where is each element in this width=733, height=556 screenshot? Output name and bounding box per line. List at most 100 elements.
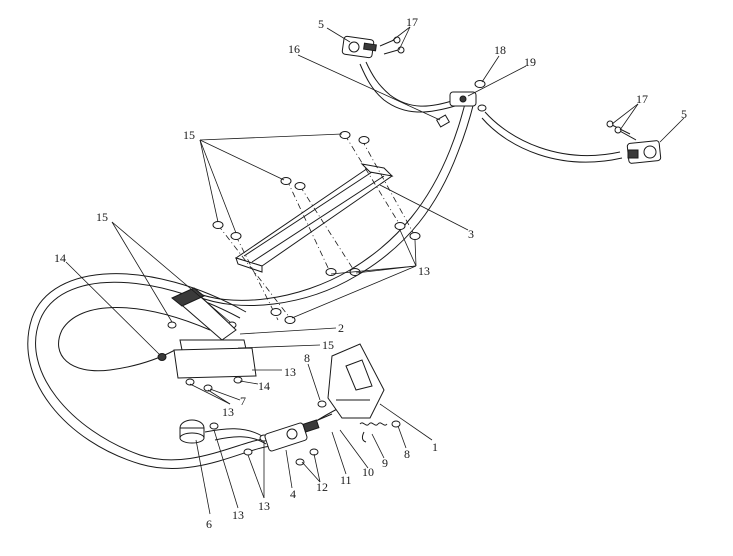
centerline-4 — [361, 139, 416, 237]
nut-icon — [233, 376, 243, 384]
fasteners — [157, 80, 487, 466]
callout-8-bottom: 8 — [404, 447, 410, 461]
callout-15-top: 15 — [183, 128, 195, 142]
pedal-mount-plate — [173, 347, 257, 379]
leader-17-right-b — [619, 103, 639, 131]
nut-icon — [230, 232, 242, 240]
leader-16 — [297, 54, 441, 121]
leader-5-left — [326, 27, 351, 43]
leader-15-left-a — [111, 221, 173, 323]
callout-17-right: 17 — [636, 92, 648, 106]
part-2-pedal — [171, 287, 257, 379]
leader-13-right-d — [330, 265, 417, 275]
nut-icon — [394, 222, 406, 230]
leader-17-left-a — [392, 26, 411, 41]
nut-icon — [294, 182, 306, 190]
bracket-edge-line-2 — [251, 175, 385, 263]
bolt-head-icon — [317, 400, 327, 408]
inner-brake-hose — [58, 307, 211, 372]
leader-15-top-a — [199, 133, 343, 141]
bolt-head-icon — [606, 120, 614, 128]
nut-icon — [284, 316, 296, 324]
caliper-mount — [627, 149, 639, 159]
bracket-flange — [235, 257, 263, 273]
callout-13-right: 13 — [418, 264, 430, 278]
bolt-shaft — [383, 49, 399, 55]
callout-13-bottom-a: 13 — [258, 499, 270, 513]
leader-8-bottom — [397, 425, 407, 449]
tee-fitting — [435, 114, 451, 128]
callout-19: 19 — [524, 55, 536, 69]
bracket-body — [234, 167, 394, 267]
part-3-bracket — [234, 163, 394, 273]
callout-1: 1 — [432, 440, 438, 454]
tee-bore — [459, 95, 467, 103]
nut-icon — [243, 448, 253, 456]
leader-17-left-b — [398, 26, 411, 51]
leader-13-bottom-c — [213, 429, 239, 509]
callout-17-left: 17 — [406, 15, 418, 29]
callout-5-left: 5 — [318, 17, 324, 31]
caliper-piston — [348, 41, 360, 53]
callout-10: 10 — [362, 465, 374, 479]
nut-icon — [203, 384, 213, 392]
nut-icon — [358, 136, 370, 144]
leader-18 — [481, 55, 500, 83]
leader-15-top-b — [199, 139, 285, 181]
callout-9: 9 — [382, 456, 388, 470]
bracket-edge-line — [243, 171, 373, 257]
part-6-reservoir — [179, 419, 205, 444]
leader-15-mid — [237, 344, 321, 349]
leader-1 — [379, 403, 433, 441]
callout-16: 16 — [288, 42, 300, 56]
callout-4: 4 — [290, 487, 296, 501]
callout-3: 3 — [468, 227, 474, 241]
nut-icon — [409, 232, 421, 240]
spring-hook — [361, 431, 367, 443]
push-rod — [317, 413, 333, 421]
pedal-pad — [171, 287, 205, 307]
center-lines — [217, 134, 416, 321]
callout-15-left: 15 — [96, 210, 108, 224]
leader-8-top — [307, 363, 321, 401]
leader-13-lower-a — [189, 383, 231, 405]
centerline-3 — [299, 185, 356, 273]
bolt-shaft — [379, 39, 395, 47]
hose-to-right-caliper-parallel — [481, 117, 623, 163]
bolt-head-icon — [614, 126, 622, 134]
nut-icon — [325, 268, 337, 276]
callout-14-mid: 14 — [258, 379, 270, 393]
washer-icon — [474, 80, 486, 88]
grommet-icon — [157, 353, 167, 361]
hose-to-tee-parallel — [195, 101, 475, 307]
callout-11: 11 — [340, 473, 352, 487]
leader-5-right — [659, 117, 685, 143]
leader-13-lower-b — [207, 389, 231, 405]
leader-19 — [467, 65, 527, 97]
leader-lines — [65, 26, 685, 515]
leader-11 — [331, 431, 347, 475]
nut-icon — [280, 177, 292, 185]
nut-icon — [209, 422, 219, 430]
callout-labels: 5 17 16 18 19 17 5 15 3 15 13 14 2 15 8 … — [54, 15, 687, 531]
bolt-head-icon — [391, 420, 401, 428]
callout-7: 7 — [240, 394, 246, 408]
leader-15-top-d — [199, 139, 237, 234]
caliper-mount — [363, 42, 377, 52]
nut-icon — [295, 458, 305, 466]
nut-icon — [339, 131, 351, 139]
reservoir-bottom — [179, 432, 205, 444]
hose-to-tee — [189, 99, 467, 301]
leader-7 — [209, 388, 241, 401]
leader-17-right-a — [611, 103, 639, 125]
caliper-piston — [643, 145, 657, 159]
cylinder-port — [286, 428, 298, 440]
callout-14-left: 14 — [54, 251, 66, 265]
cylinder-body — [264, 422, 308, 452]
part-1-bracket — [327, 343, 385, 419]
leader-12-a — [301, 461, 321, 483]
nut-icon — [167, 321, 177, 329]
callout-13-lower: 13 — [222, 405, 234, 419]
centerline-6 — [235, 235, 279, 321]
